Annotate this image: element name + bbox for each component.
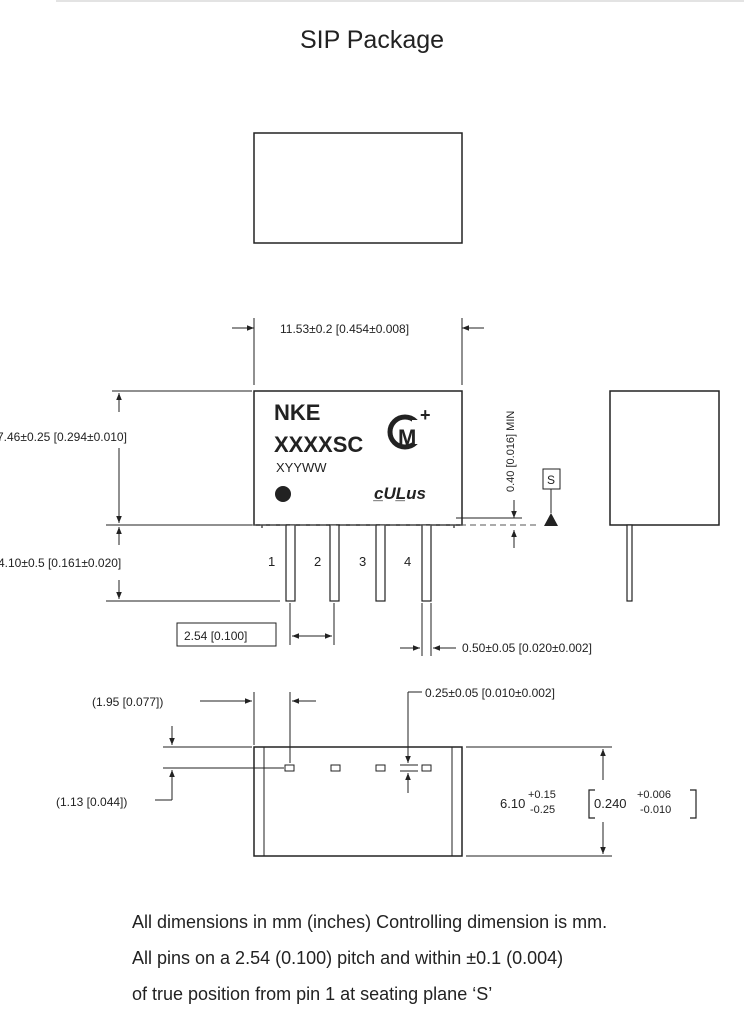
pin-length-label: 4.10±0.5 [0.161±0.020] xyxy=(0,556,121,570)
depth-mm-tol-minus: -0.25 xyxy=(530,804,555,816)
bottom-view xyxy=(253,746,463,857)
pin1-offset-label: (1.95 [0.077]) xyxy=(92,695,163,709)
pin-1 xyxy=(285,524,296,602)
depth-in-tol-plus: +0.006 xyxy=(637,789,671,801)
pin-length-dimension xyxy=(106,527,280,602)
note-line-3: of true position from pin 1 at seating p… xyxy=(132,984,493,1004)
pin-3 xyxy=(375,524,386,602)
marking-line1: NKE xyxy=(274,400,320,425)
pitch-dimension xyxy=(176,603,335,647)
depth-in-label: 0.240 xyxy=(594,796,627,811)
top-view-body xyxy=(253,132,463,244)
pin-pad-3 xyxy=(375,764,386,772)
pin-number-3: 3 xyxy=(359,554,366,569)
depth-dimension xyxy=(466,746,697,857)
pin-thickness-dimension xyxy=(400,691,422,793)
pin-thickness-label: 0.25±0.05 [0.010±0.002] xyxy=(425,686,555,700)
svg-text:M: M xyxy=(398,425,416,450)
marking-line3: XYYWW xyxy=(276,460,327,475)
height-label: 7.46±0.25 [0.294±0.010] xyxy=(0,430,127,444)
depth-mm-label: 6.10 xyxy=(500,796,525,811)
note-line-2: All pins on a 2.54 (0.100) pitch and wit… xyxy=(132,948,564,968)
front-view xyxy=(230,390,540,602)
notes: All dimensions in mm (inches) Controllin… xyxy=(132,904,607,1012)
pin-pad-2 xyxy=(330,764,341,772)
depth-in-tol-minus: -0.010 xyxy=(640,804,671,816)
top-divider xyxy=(56,0,744,2)
height-dimension xyxy=(106,390,252,526)
pin-number-2: 2 xyxy=(314,554,321,569)
front-view-body xyxy=(253,390,463,526)
standoff-label: 0.40 [0.016] MIN xyxy=(505,411,517,492)
pin-pad-1 xyxy=(284,764,295,772)
page-title: SIP Package xyxy=(299,26,445,54)
pin-number-1: 1 xyxy=(268,554,275,569)
pin-width-dimension xyxy=(400,603,456,656)
pin-2 xyxy=(329,524,340,602)
ul-mark-icon: c̲UL̲us xyxy=(373,484,426,503)
pitch-label: 2.54 [0.100] xyxy=(184,629,247,643)
pin-width-label: 0.50±0.05 [0.020±0.002] xyxy=(462,641,592,655)
depth-mm-tol-plus: +0.15 xyxy=(528,789,556,801)
marking-line2: XXXXSC xyxy=(274,432,363,457)
width-dimension xyxy=(232,318,484,385)
body-edge-dimension xyxy=(155,726,284,801)
pin1-indicator-dot xyxy=(275,486,291,502)
pin-pad-4 xyxy=(421,764,432,772)
body-edge-label: (1.13 [0.044]) xyxy=(56,795,127,809)
side-view xyxy=(609,390,720,602)
pin-number-4: 4 xyxy=(404,554,411,569)
note-line-1: All dimensions in mm (inches) Controllin… xyxy=(132,912,608,932)
pin-4 xyxy=(421,524,432,602)
company-logo-icon: M + xyxy=(387,405,431,450)
seating-plane-label: S xyxy=(547,473,555,487)
standoff-dimension xyxy=(456,500,522,548)
seating-plane-datum xyxy=(542,468,561,526)
width-label: 11.53±0.2 [0.454±0.008] xyxy=(280,322,409,336)
svg-text:+: + xyxy=(420,405,431,425)
pin1-offset-dimension xyxy=(200,692,316,763)
